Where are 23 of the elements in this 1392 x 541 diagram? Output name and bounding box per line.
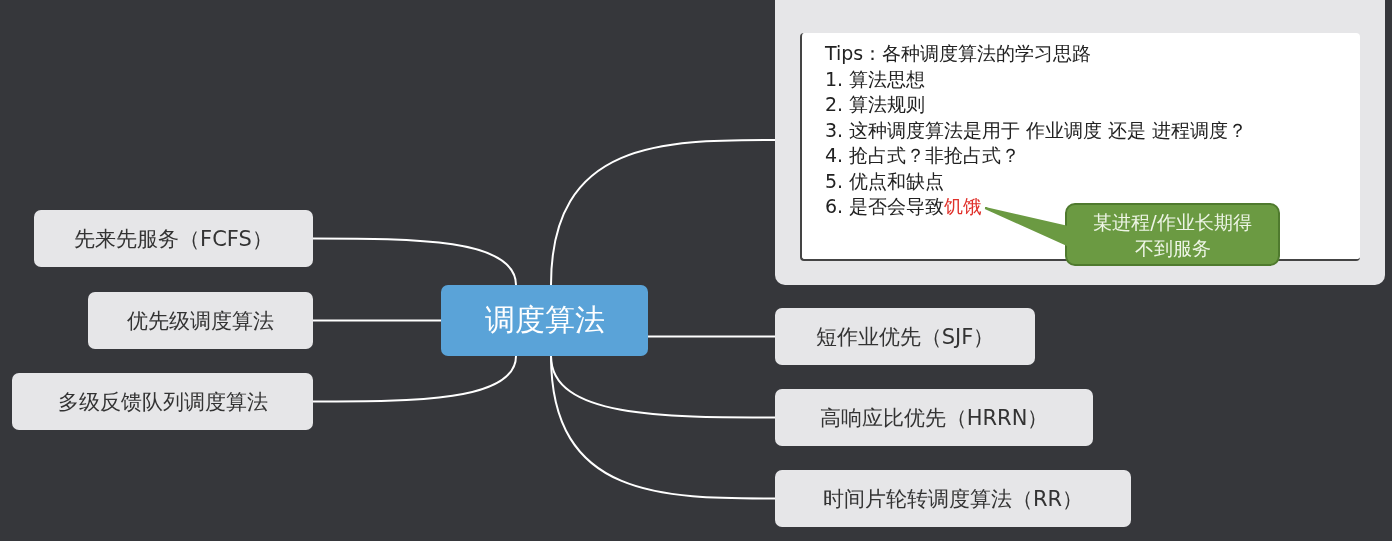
connector-line — [550, 355, 776, 500]
list-item: 6. 是否会导致 — [825, 195, 945, 217]
topic-box: 时间片轮转调度算法（RR） — [775, 470, 1131, 527]
topic-box: 短作业优先（SJF） — [775, 308, 1035, 365]
connector-line — [550, 139, 776, 286]
topic-box: 高响应比优先（HRRN） — [775, 389, 1093, 446]
connector-line — [312, 319, 442, 322]
central-topic-box: 调度算法 — [441, 285, 648, 356]
list-item: 4. 抢占式？非抢占式？ — [825, 144, 1021, 166]
list-item: 1. 算法思想 — [825, 67, 926, 90]
connector-line — [647, 335, 776, 338]
list-item: 5. 优点和缺点 — [825, 169, 945, 192]
callout-pointer — [984, 207, 1067, 247]
note-heading: Tips：各种调度算法的学习思路 — [825, 42, 1092, 64]
note-card — [775, 0, 1385, 285]
topic-box: 优先级调度算法 — [88, 292, 313, 349]
list-item: 3. 这种调度算法是用于 作业调度 还是 进程调度？ — [825, 118, 1248, 141]
topic-box: 先来先服务（FCFS） — [34, 210, 313, 267]
highlighted-word: 饥饿 — [944, 195, 983, 217]
connector-line — [312, 355, 517, 403]
connector-line — [312, 237, 517, 286]
topic-box: 多级反馈队列调度算法 — [12, 373, 313, 430]
list-item: 2. 算法规则 — [825, 93, 926, 115]
